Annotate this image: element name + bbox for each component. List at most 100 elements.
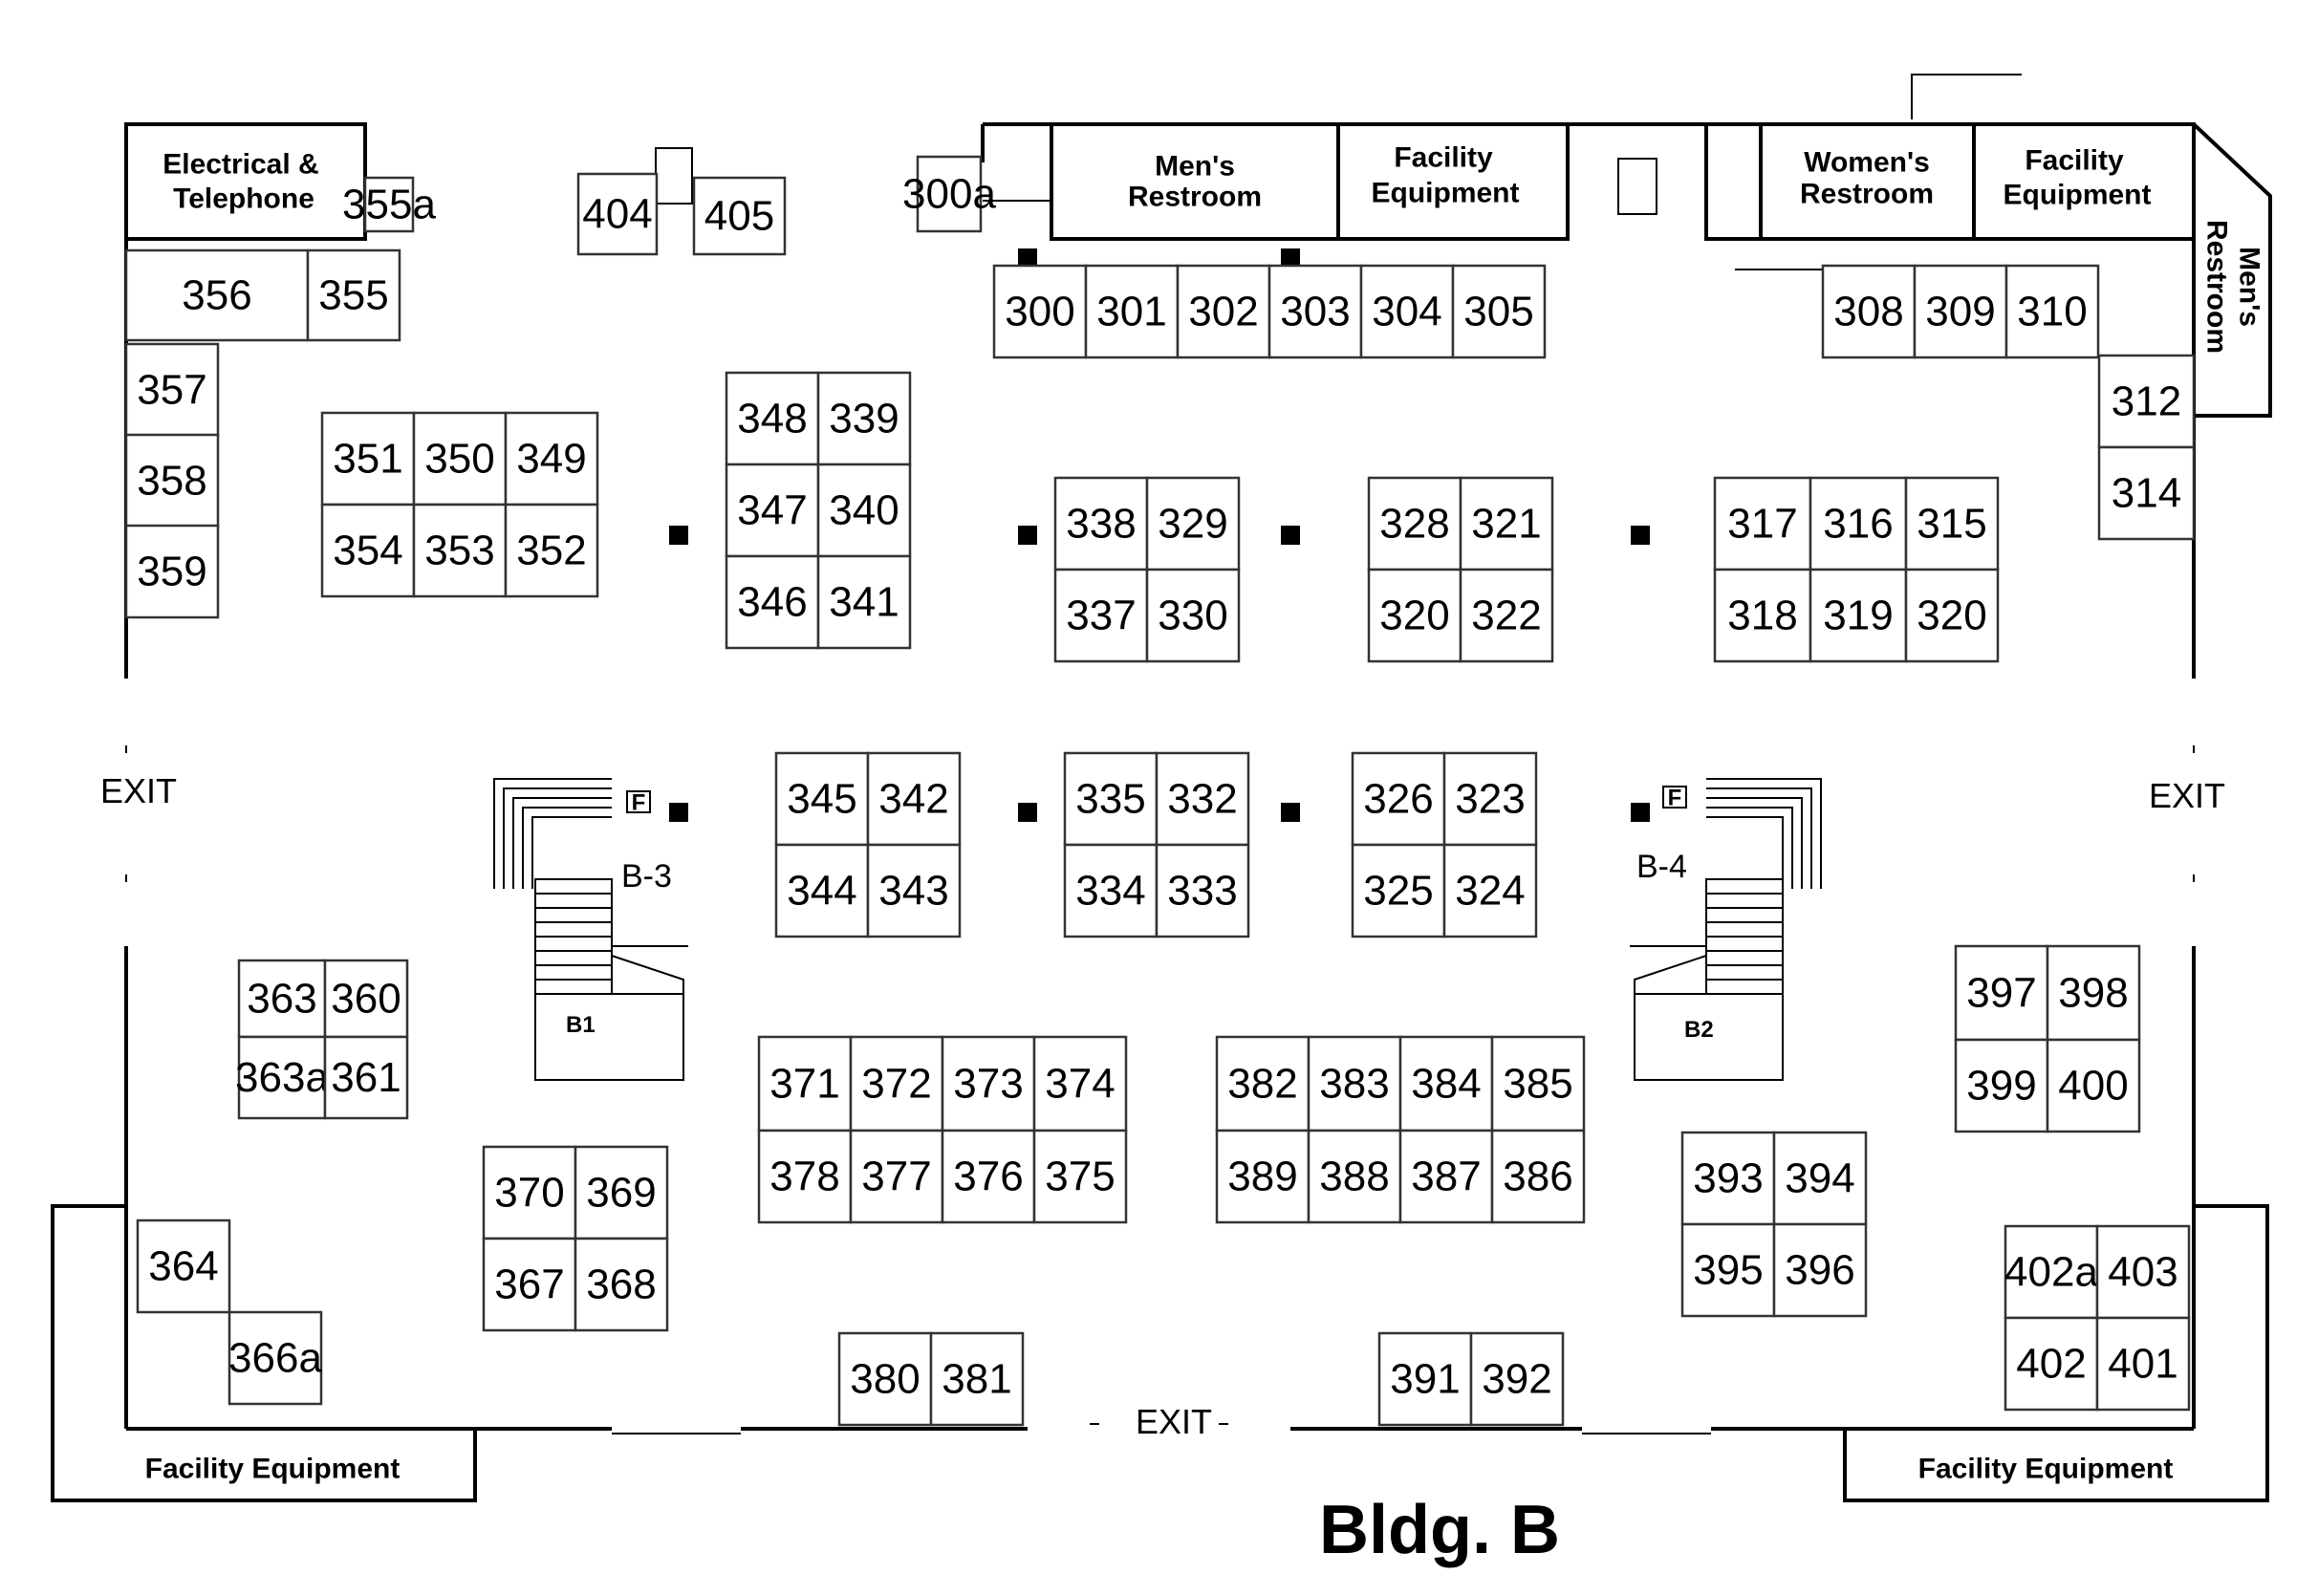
booth-number: 303	[1280, 289, 1350, 335]
booth-383: 383	[1307, 1035, 1402, 1132]
booth-number: 356	[182, 272, 251, 319]
booth-outline	[482, 1145, 577, 1240]
booth-number: 397	[1966, 970, 2036, 1017]
booth-number: 328	[1379, 501, 1449, 548]
booth-352: 352	[504, 503, 599, 598]
booth-outline	[227, 1310, 323, 1406]
booth-358: 358	[124, 433, 220, 528]
booth-337: 337	[1053, 568, 1149, 663]
mens-restroom-side-label-line2: Restroom	[2201, 220, 2233, 354]
booth-outline	[1809, 476, 1908, 572]
booth-number: 338	[1066, 501, 1136, 548]
booth-number: 319	[1823, 593, 1893, 639]
booth-378: 378	[757, 1129, 853, 1224]
booth-number: 395	[1693, 1247, 1763, 1294]
booth-number: 324	[1455, 868, 1525, 915]
booth-outline	[2004, 1224, 2099, 1320]
booth-outline	[2095, 1316, 2191, 1412]
booth-364: 364	[136, 1219, 231, 1314]
booth-number: 332	[1167, 776, 1237, 823]
booth-359: 359	[124, 524, 220, 619]
booth-outline	[237, 1035, 327, 1120]
booth-401: 401	[2095, 1316, 2191, 1412]
booth-300: 300	[992, 264, 1088, 359]
booth-number: 378	[769, 1154, 839, 1200]
booth-305: 305	[1451, 264, 1547, 359]
booth-outline	[1490, 1035, 1586, 1132]
booth-402: 402	[2004, 1316, 2099, 1412]
booth-319: 319	[1809, 568, 1908, 663]
booth-374: 374	[1032, 1035, 1128, 1132]
booth-outline	[1145, 568, 1241, 663]
booth-number: 322	[1471, 593, 1541, 639]
booth-outline	[849, 1129, 944, 1224]
booth-outline	[320, 503, 416, 598]
booth-number: 329	[1158, 501, 1227, 548]
booth-314: 314	[2097, 445, 2196, 541]
booth-outline	[320, 411, 416, 507]
booth-388: 388	[1307, 1129, 1402, 1224]
booth-number: 318	[1727, 593, 1797, 639]
pillar	[1018, 803, 1037, 822]
booth-number: 355	[318, 272, 388, 319]
booth-number: 330	[1158, 593, 1227, 639]
booth-391: 391	[1377, 1331, 1473, 1427]
booth-outline	[1680, 1222, 1776, 1318]
booth-outline	[1451, 264, 1547, 359]
mens-restroom: Men's Restroom	[1050, 122, 1340, 241]
booth-outline	[1307, 1129, 1402, 1224]
booth-outline	[574, 1237, 669, 1332]
booth-outline	[306, 248, 401, 342]
booth-397: 397	[1954, 944, 2049, 1042]
booth-outline	[941, 1129, 1036, 1224]
booth-outline	[1155, 751, 1250, 847]
booth-outline	[2097, 354, 2196, 449]
booth-outline	[1215, 1035, 1311, 1132]
exit-label-left: EXIT	[100, 771, 177, 810]
booth-number: 354	[333, 528, 402, 574]
booth-321: 321	[1459, 476, 1554, 572]
booth-370: 370	[482, 1145, 577, 1240]
booth-outline	[1063, 751, 1159, 847]
booth-number: 345	[787, 776, 856, 823]
booth-387: 387	[1398, 1129, 1494, 1224]
booth-number: 394	[1785, 1155, 1854, 1202]
booth-number: 323	[1455, 776, 1525, 823]
booth-398: 398	[2046, 944, 2141, 1042]
booth-number: 367	[494, 1262, 564, 1308]
booth-number: 310	[2017, 289, 2087, 335]
pillar	[1281, 803, 1300, 822]
booth-outline	[1267, 264, 1363, 359]
booth-outline	[2046, 944, 2141, 1042]
fire-extinguisher-mark-left: F	[632, 790, 646, 816]
facility-equipment-bottom-left: Facility Equipment	[145, 1454, 401, 1485]
booth-number: 300	[1005, 289, 1074, 335]
booth-outline	[2046, 1038, 2141, 1133]
booth-339: 339	[816, 371, 912, 466]
booth-outline	[1053, 568, 1149, 663]
booth-number: 373	[953, 1061, 1023, 1108]
booth-376: 376	[941, 1129, 1036, 1224]
booth-400: 400	[2046, 1038, 2141, 1133]
booth-outline	[1359, 264, 1455, 359]
booth-outline	[1032, 1129, 1128, 1224]
mens-restroom-side-label-line1: Men's	[2234, 247, 2265, 327]
booth-372: 372	[849, 1035, 944, 1132]
booth-309: 309	[1913, 264, 2008, 359]
booth-384: 384	[1398, 1035, 1494, 1132]
booth-number: 333	[1167, 868, 1237, 915]
pillar	[1631, 803, 1650, 822]
booth-399: 399	[1954, 1038, 2049, 1133]
booth-outline	[1821, 264, 1917, 359]
booth-number: 374	[1045, 1061, 1115, 1108]
booth-outline	[1351, 843, 1446, 938]
booth-number: 321	[1471, 501, 1541, 548]
booth-368: 368	[574, 1237, 669, 1332]
booth-number: 369	[586, 1170, 656, 1217]
booth-308: 308	[1821, 264, 1917, 359]
booth-382: 382	[1215, 1035, 1311, 1132]
booth-357: 357	[124, 342, 220, 438]
booth-outline	[866, 843, 962, 938]
utility-closet	[1617, 158, 1657, 215]
stair-base-b1: B1	[566, 1012, 596, 1038]
